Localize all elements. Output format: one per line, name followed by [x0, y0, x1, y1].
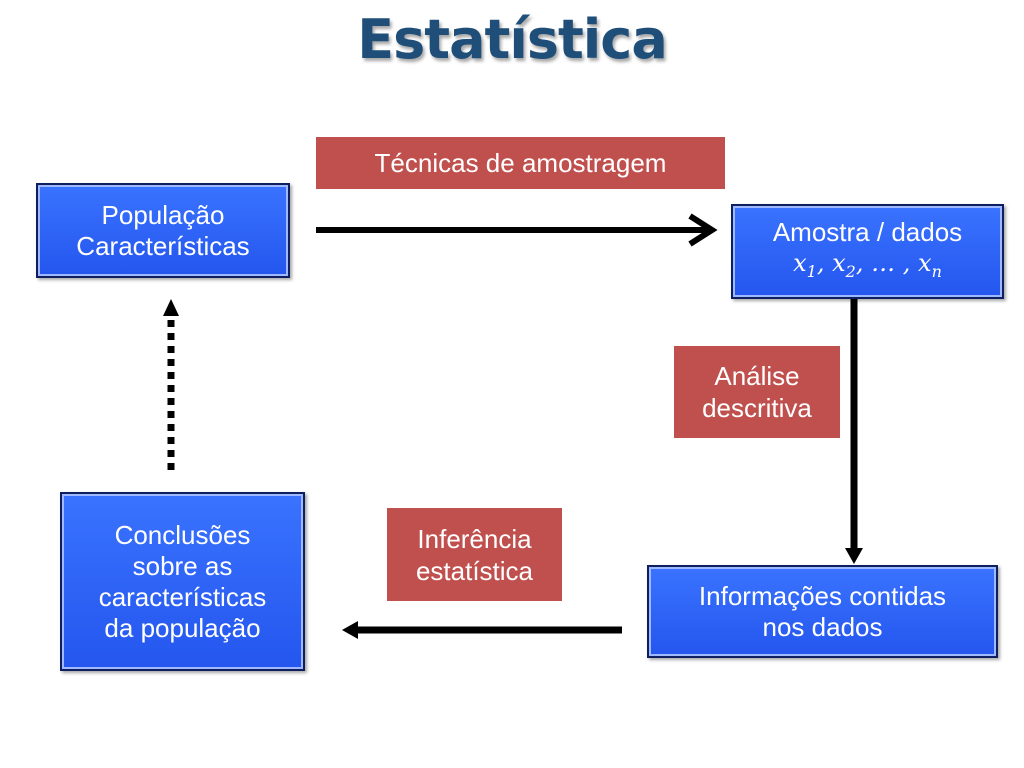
descriptive-line2: descritiva [702, 393, 812, 423]
population-box: População Características [36, 183, 290, 278]
inference-label: Inferência estatística [387, 508, 562, 601]
population-line1: População [101, 199, 225, 230]
descriptive-label: Análise descritiva [674, 346, 840, 438]
sampling-label: Técnicas de amostragem [316, 137, 725, 189]
conclusions-line1: Conclusões [114, 519, 251, 550]
sample-formula: x1, x2, … , xn [793, 248, 942, 281]
population-line2: Características [76, 230, 250, 261]
conclusions-line4: da população [104, 612, 261, 643]
sample-box: Amostra / dados x1, x2, … , xn [731, 204, 1004, 299]
conclusions-line3: características [98, 581, 267, 612]
descriptive-line1: Análise [714, 361, 800, 391]
inference-line1: Inferência [417, 523, 532, 554]
conclusions-box: Conclusões sobre as características da p… [60, 492, 305, 671]
arrow-generalization-dotted [163, 299, 179, 470]
arrow-descriptive [845, 298, 863, 564]
information-box: Informações contidas nos dados [647, 565, 998, 658]
page-title: Estatística [357, 8, 668, 71]
information-line1: Informações contidas [698, 580, 947, 611]
sampling-label-text: Técnicas de amostragem [374, 148, 667, 178]
sample-line1: Amostra / dados [772, 216, 963, 247]
information-line2: nos dados [762, 611, 883, 642]
arrow-sampling [316, 213, 718, 247]
arrow-inference [342, 621, 622, 639]
conclusions-line2: sobre as [132, 550, 233, 581]
inference-line2: estatística [415, 555, 534, 586]
